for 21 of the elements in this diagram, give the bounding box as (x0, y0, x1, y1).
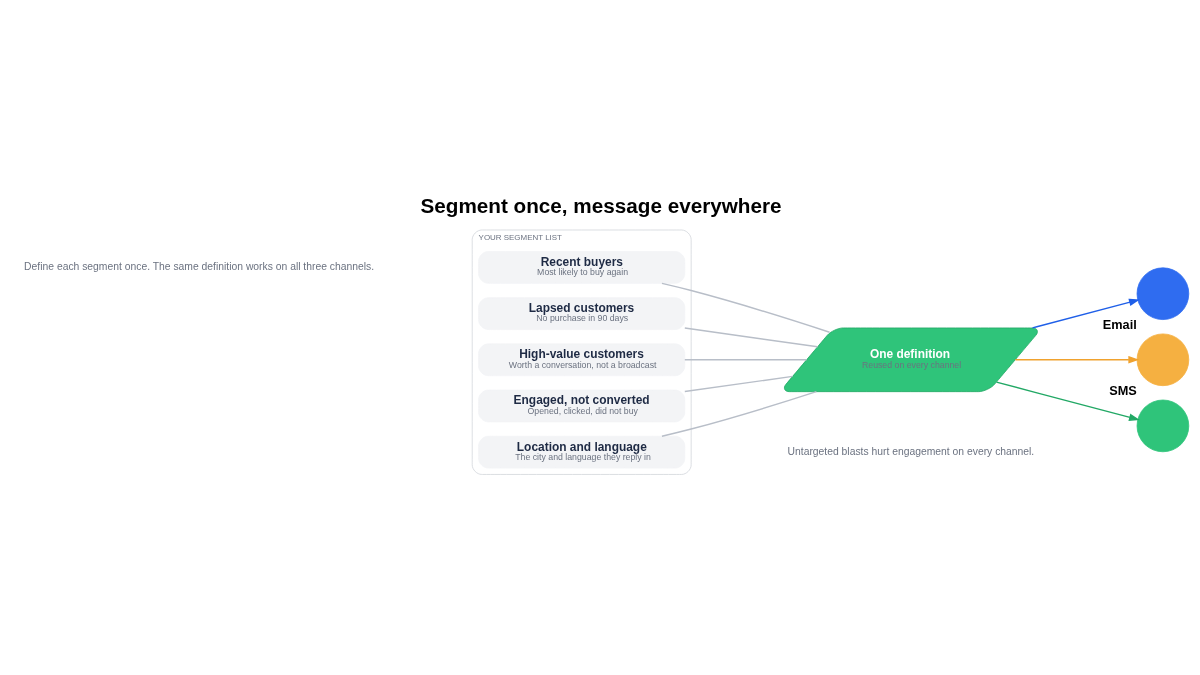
node-box: Recent buyers Most likely to buy again (478, 251, 686, 284)
arrow (1014, 356, 1140, 364)
connector (661, 282, 831, 333)
arrow (995, 381, 1140, 421)
node-label: SMS (1109, 383, 1137, 399)
connector (661, 390, 818, 437)
node-box: Lapsed customers No purchase in 90 days (478, 297, 686, 330)
node-circle (1136, 399, 1190, 453)
connector (684, 359, 808, 361)
caption: Untargeted blasts hurt engagement on every channel. (787, 445, 1035, 457)
node-box: High-value customers Worth a conversation, not a broadcast (478, 343, 686, 377)
label: Define each segment once. The same definition works on all three channels. (24, 261, 375, 273)
connector (684, 327, 819, 348)
node-box: Engaged, not converted Opened, clicked, did not buy (478, 389, 686, 423)
node-circle (1136, 267, 1190, 320)
node-box: Location and language The city and language they reply in (478, 435, 686, 469)
node-circle (1136, 333, 1190, 387)
arrow (1031, 298, 1140, 329)
node-label: Email (1102, 316, 1137, 332)
diagram-title: Segment once, message everywhere (420, 194, 782, 218)
connector (684, 375, 794, 393)
